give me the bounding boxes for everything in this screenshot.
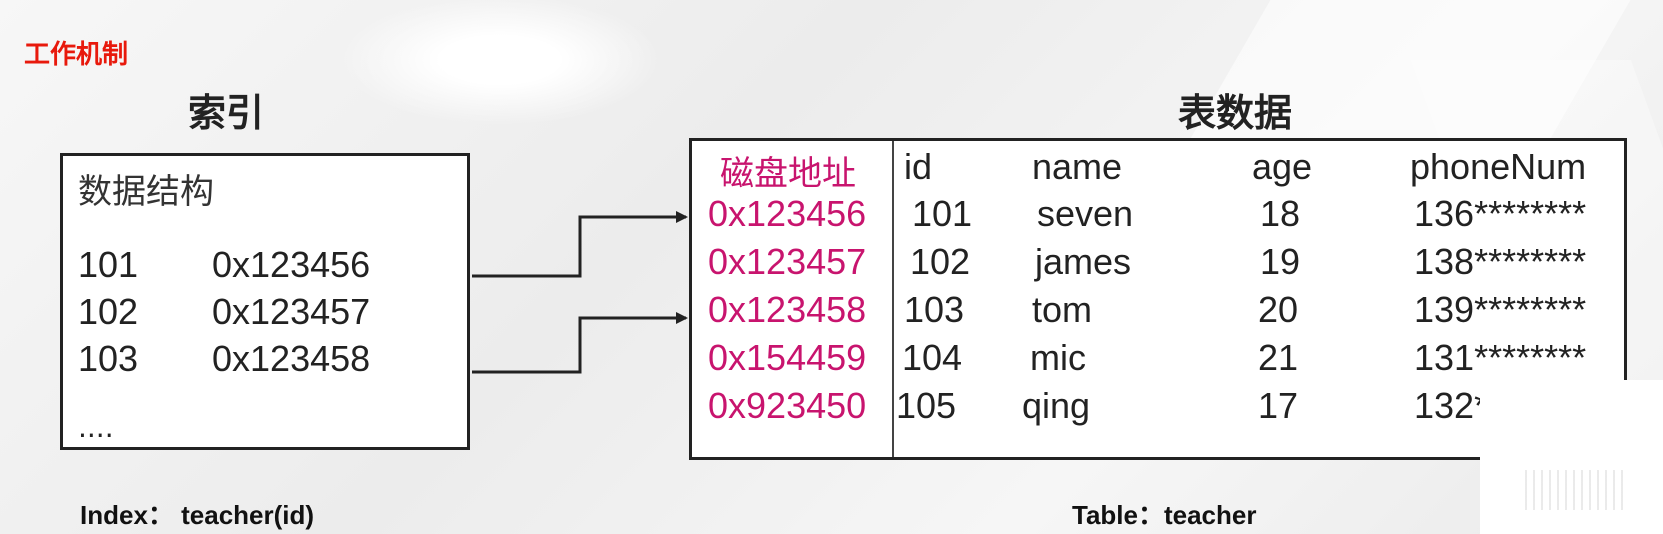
data-structure-label: 数据结构 bbox=[78, 172, 214, 212]
header-id: id bbox=[904, 146, 933, 187]
cell-age: 18 bbox=[1260, 193, 1301, 234]
header-name: name bbox=[1032, 146, 1123, 187]
index-address: 0x123458 bbox=[212, 338, 371, 379]
cell-address: 0x923450 bbox=[708, 385, 867, 426]
arrow-row-103 bbox=[472, 312, 688, 374]
index-key: 101 bbox=[78, 244, 139, 285]
cell-age: 17 bbox=[1258, 385, 1299, 426]
cell-id: 101 bbox=[912, 193, 973, 234]
cell-address: 0x154459 bbox=[708, 337, 867, 378]
header-phone: phoneNum bbox=[1410, 146, 1587, 187]
table-heading: 表数据 bbox=[1178, 91, 1293, 135]
table-box: 磁盘地址 id name age phoneNum 0x123456 101 s… bbox=[689, 138, 1627, 460]
cell-id: 102 bbox=[910, 241, 971, 282]
cell-address: 0x123457 bbox=[708, 241, 867, 282]
cell-age: 21 bbox=[1258, 337, 1299, 378]
header-disk-address: 磁盘地址 bbox=[720, 154, 856, 194]
cell-name: mic bbox=[1030, 337, 1086, 378]
index-key: 102 bbox=[78, 291, 139, 332]
cell-name: james bbox=[1035, 241, 1132, 282]
index-heading: 索引 bbox=[188, 91, 265, 135]
cell-name: seven bbox=[1037, 193, 1134, 234]
watermark-pattern bbox=[1525, 470, 1625, 510]
cell-id: 104 bbox=[902, 337, 963, 378]
cell-name: tom bbox=[1032, 289, 1093, 330]
cell-phone: 136******** bbox=[1414, 193, 1587, 234]
cell-id: 105 bbox=[896, 385, 957, 426]
table-caption: Table：teacher bbox=[1072, 500, 1257, 530]
index-address: 0x123456 bbox=[212, 244, 371, 285]
cell-name: qing bbox=[1022, 385, 1091, 426]
cell-phone: 138******** bbox=[1414, 241, 1587, 282]
slide-title: 工作机制 bbox=[24, 40, 129, 70]
index-address: 0x123457 bbox=[212, 291, 371, 332]
cell-age: 20 bbox=[1258, 289, 1299, 330]
cell-id: 103 bbox=[904, 289, 965, 330]
cell-phone: 139******** bbox=[1414, 289, 1587, 330]
header-age: age bbox=[1252, 146, 1313, 187]
index-ellipsis: .... bbox=[78, 411, 114, 444]
cell-age: 19 bbox=[1260, 241, 1301, 282]
index-key: 103 bbox=[78, 338, 139, 379]
cell-phone: 131******** bbox=[1414, 337, 1587, 378]
column-divider bbox=[892, 141, 894, 457]
cell-address: 0x123456 bbox=[708, 193, 867, 234]
occluding-patch bbox=[1480, 380, 1663, 534]
cell-address: 0x123458 bbox=[708, 289, 867, 330]
index-caption: Index： teacher(id) bbox=[80, 500, 315, 530]
arrow-row-101 bbox=[472, 211, 688, 278]
index-box: 数据结构 101 0x123456 102 0x123457 103 0x123… bbox=[60, 153, 470, 450]
